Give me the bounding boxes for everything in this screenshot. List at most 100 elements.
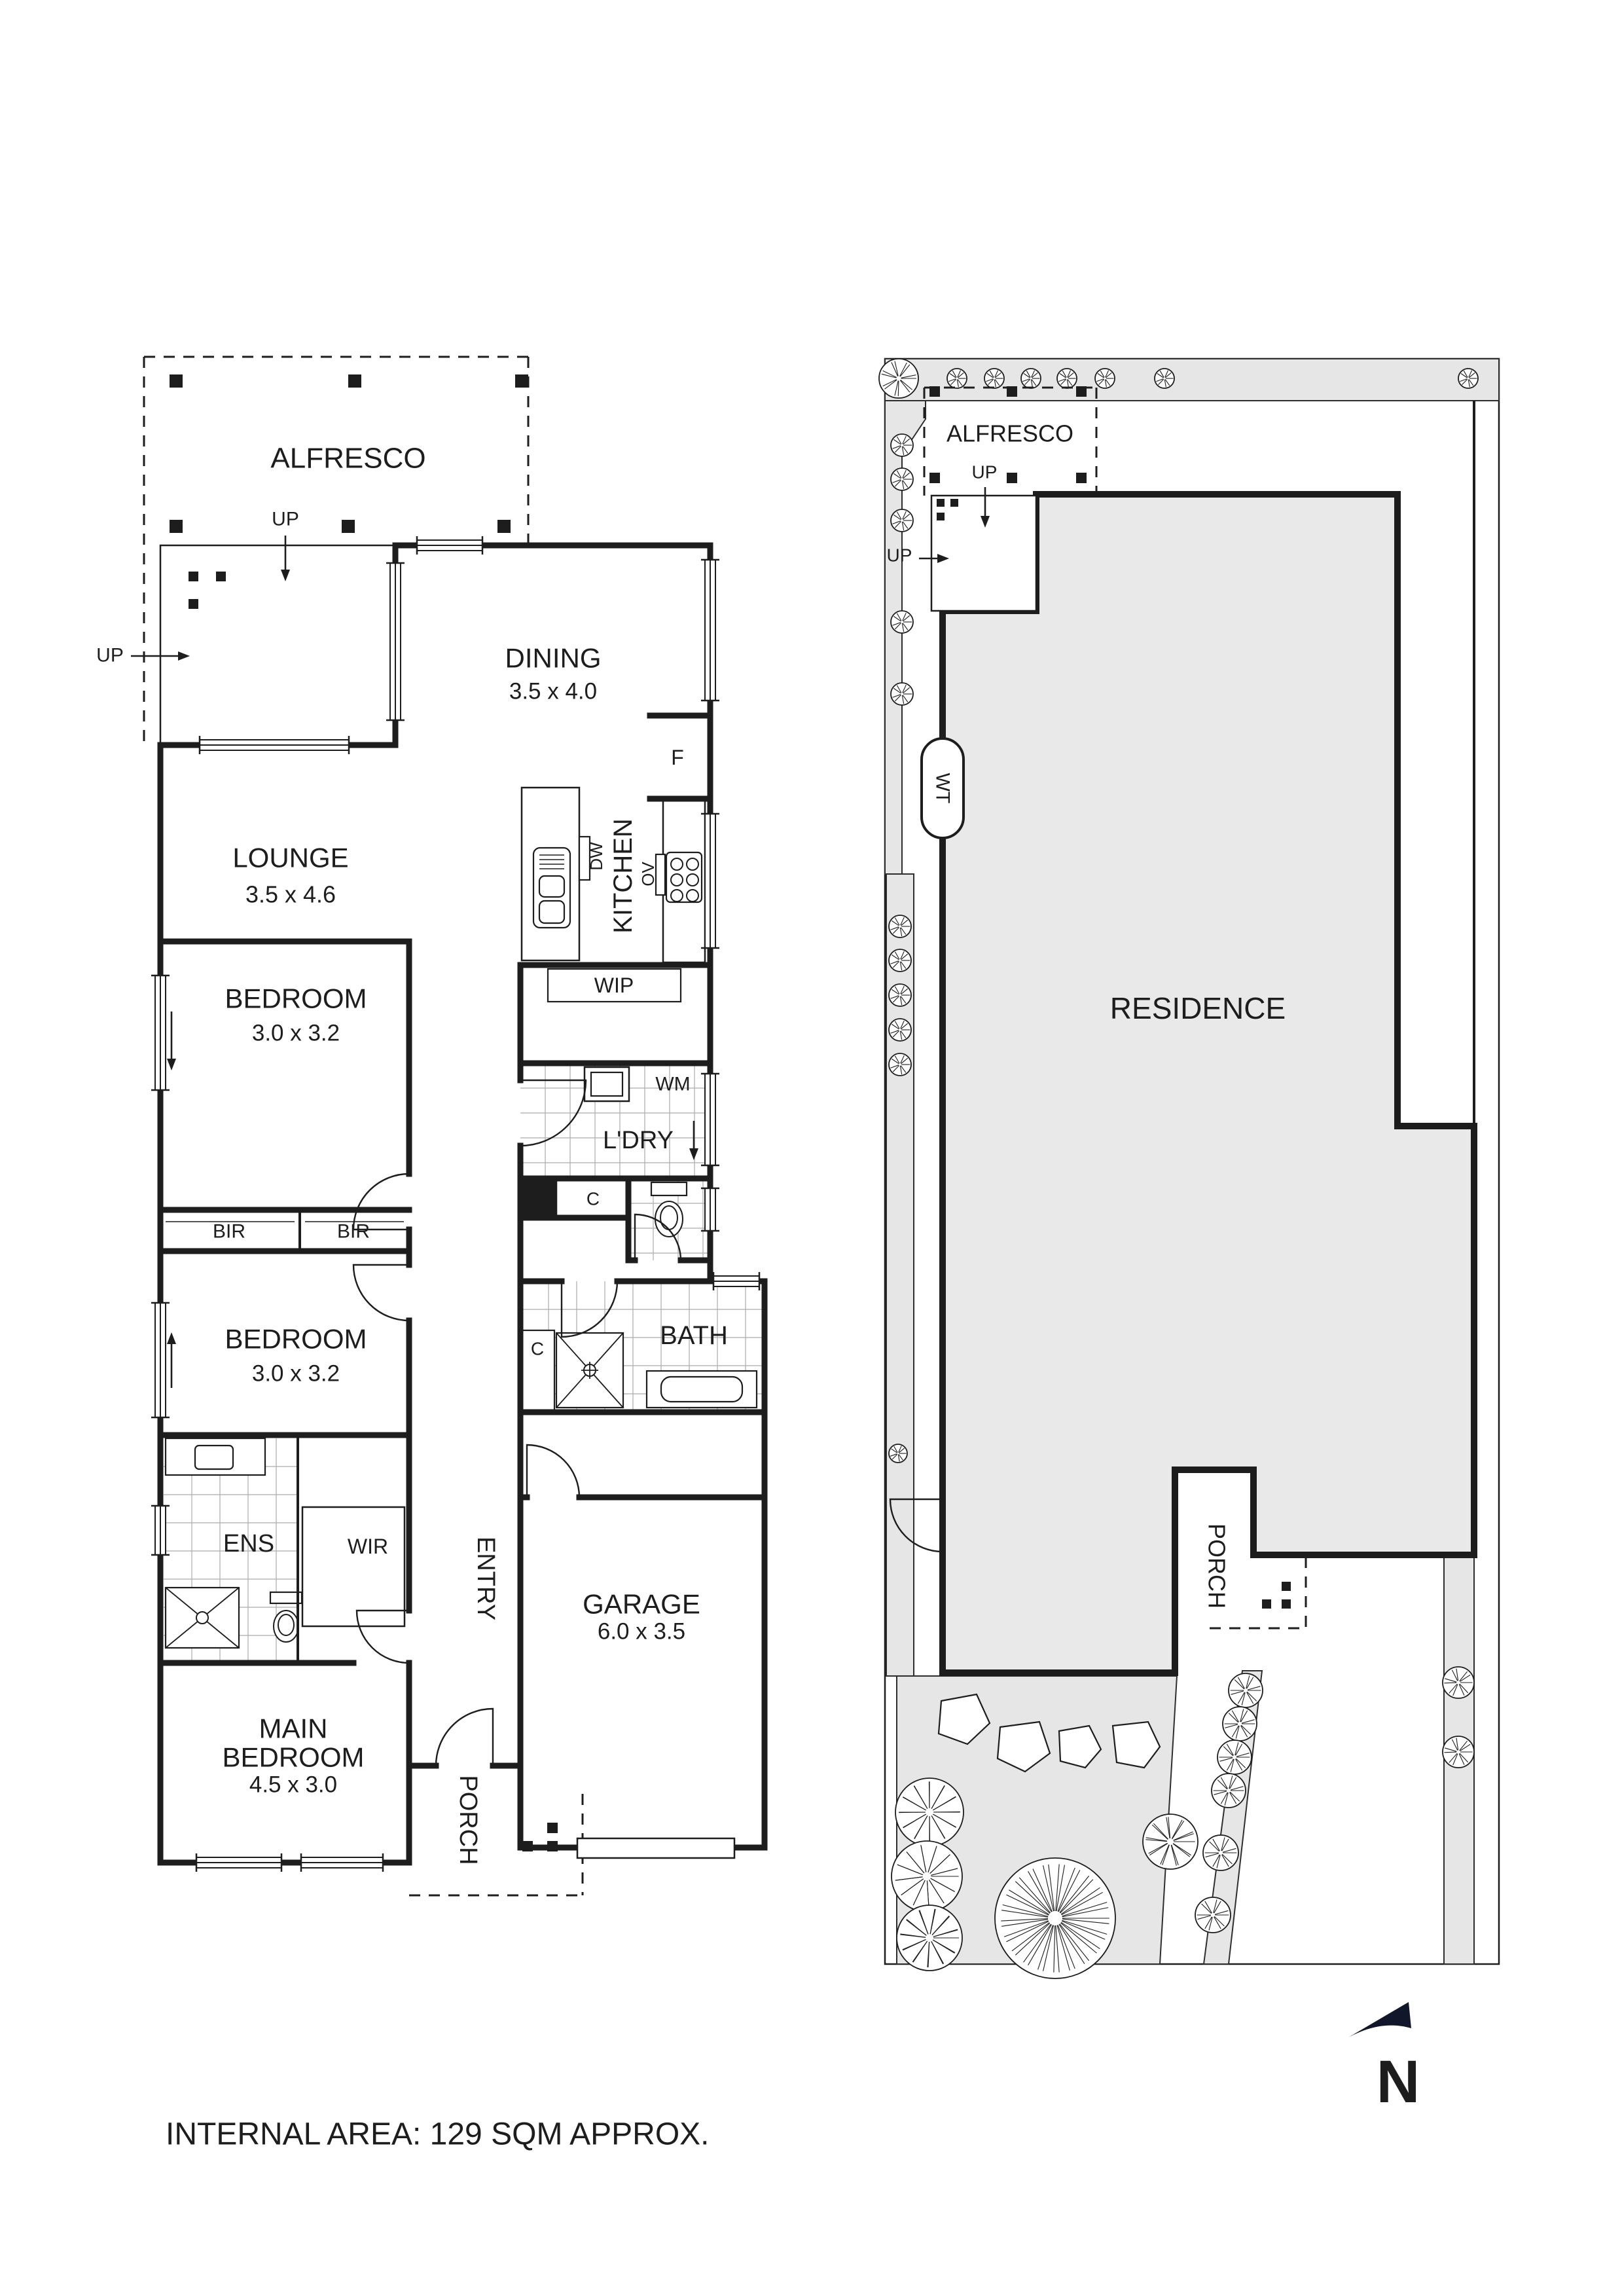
tree-branch	[929, 1880, 945, 1904]
tree-branch	[948, 378, 956, 382]
tree-branch	[914, 1785, 928, 1809]
tree-icon	[878, 358, 919, 399]
tree-branch	[1204, 1901, 1212, 1914]
window-icon	[701, 1072, 719, 1167]
tree-branch	[896, 511, 902, 520]
tree-branch	[1145, 1839, 1168, 1842]
tree-branch	[900, 1065, 907, 1073]
tree-branch	[896, 470, 902, 479]
tree-branch	[1026, 371, 1031, 378]
direction-arrow	[919, 554, 949, 563]
tree-branch	[1221, 1854, 1229, 1867]
tree-branch	[1158, 378, 1164, 386]
residence-label: RESIDENCE	[1110, 991, 1286, 1025]
tree-branch	[1002, 1904, 1049, 1917]
tree-branch	[1222, 1848, 1236, 1853]
tree-branch	[1204, 1916, 1212, 1929]
door-arc	[526, 1444, 581, 1498]
tree-icon	[984, 368, 1005, 389]
tree-branch	[896, 613, 902, 621]
tree-branch	[890, 995, 899, 999]
direction-arrow	[981, 487, 990, 528]
north-label: N	[1377, 2049, 1420, 2115]
alfresco-label: ALFRESCO	[270, 443, 425, 475]
tree-branch	[1214, 1916, 1221, 1929]
tree-branch	[1229, 1777, 1237, 1789]
tree-branch	[1024, 378, 1031, 386]
door-arc	[520, 1079, 587, 1147]
direction-arrow	[131, 651, 190, 661]
tree-icon	[1442, 1736, 1475, 1768]
tree-branch	[892, 954, 899, 960]
direction-arrow	[167, 1011, 176, 1070]
tree-branch	[1451, 1739, 1458, 1751]
tree-branch	[881, 373, 897, 378]
post	[547, 1841, 558, 1851]
tree-branch	[1212, 1838, 1220, 1851]
tree-branch	[901, 521, 905, 531]
door-arc	[634, 1213, 682, 1261]
tree-branch	[1062, 1918, 1109, 1924]
fixture	[670, 889, 683, 902]
tree-branch	[894, 917, 900, 926]
tree-branch	[894, 480, 901, 487]
post	[937, 513, 945, 520]
tree-branch	[903, 1813, 926, 1828]
tree-branch	[1221, 1837, 1225, 1851]
tree-branch	[1170, 1844, 1177, 1866]
tree-branch	[956, 379, 959, 388]
tree-branch	[890, 1030, 899, 1034]
tree-branch	[1224, 1792, 1229, 1806]
tree-branch	[1048, 1864, 1055, 1912]
tree-branch	[1230, 1786, 1244, 1791]
tree-branch	[1009, 1889, 1049, 1915]
tree-branch	[897, 1454, 900, 1462]
fixture	[590, 1071, 624, 1097]
tree-branch	[1458, 1753, 1465, 1765]
tree-outline	[896, 1904, 963, 1971]
tree-branch	[894, 951, 900, 960]
tree-branch	[1058, 1870, 1081, 1912]
tree-branch	[899, 380, 910, 393]
direction-arrow	[689, 1121, 698, 1160]
tree-branch	[894, 986, 900, 994]
tree-branch	[1228, 1713, 1239, 1723]
tree-branch	[1166, 1817, 1170, 1839]
tree-branch	[893, 514, 901, 520]
tree-branch	[1157, 373, 1164, 378]
tree-branch	[1030, 379, 1033, 388]
washing-machine-label: WM	[655, 1074, 690, 1095]
window-icon	[386, 562, 405, 721]
tree-branch	[1460, 378, 1468, 382]
tree-icon	[1217, 1740, 1252, 1775]
tree-branch	[902, 480, 909, 488]
tree-branch	[1172, 1843, 1191, 1857]
tree-branch	[1240, 1709, 1244, 1722]
tree-icon	[1154, 368, 1175, 389]
tree-branch	[1057, 1867, 1075, 1912]
tree-branch	[1235, 1758, 1246, 1768]
tree-branch	[900, 1020, 905, 1029]
post	[1282, 1599, 1291, 1609]
fixture	[538, 900, 566, 924]
tree-branch	[1237, 1677, 1245, 1689]
tree-branch	[1246, 1677, 1254, 1689]
tree-branch	[903, 438, 910, 445]
tree-branch	[902, 521, 909, 529]
tree-branch	[994, 379, 996, 388]
tree-icon	[1211, 1773, 1246, 1808]
tree-branch	[1060, 1922, 1097, 1954]
fixture	[547, 968, 682, 1003]
tree-icon	[1222, 1706, 1257, 1741]
tree-branch	[1100, 371, 1105, 378]
tree-icon	[890, 509, 914, 532]
tree-icon	[888, 1444, 908, 1463]
tree-branch	[1468, 370, 1473, 378]
tree-branch	[1208, 1917, 1213, 1931]
fridge-label: F	[671, 746, 684, 769]
tree-icon	[994, 1857, 1116, 1979]
tree-branch	[890, 1065, 899, 1068]
post	[342, 520, 355, 533]
tree-branch	[897, 380, 899, 397]
